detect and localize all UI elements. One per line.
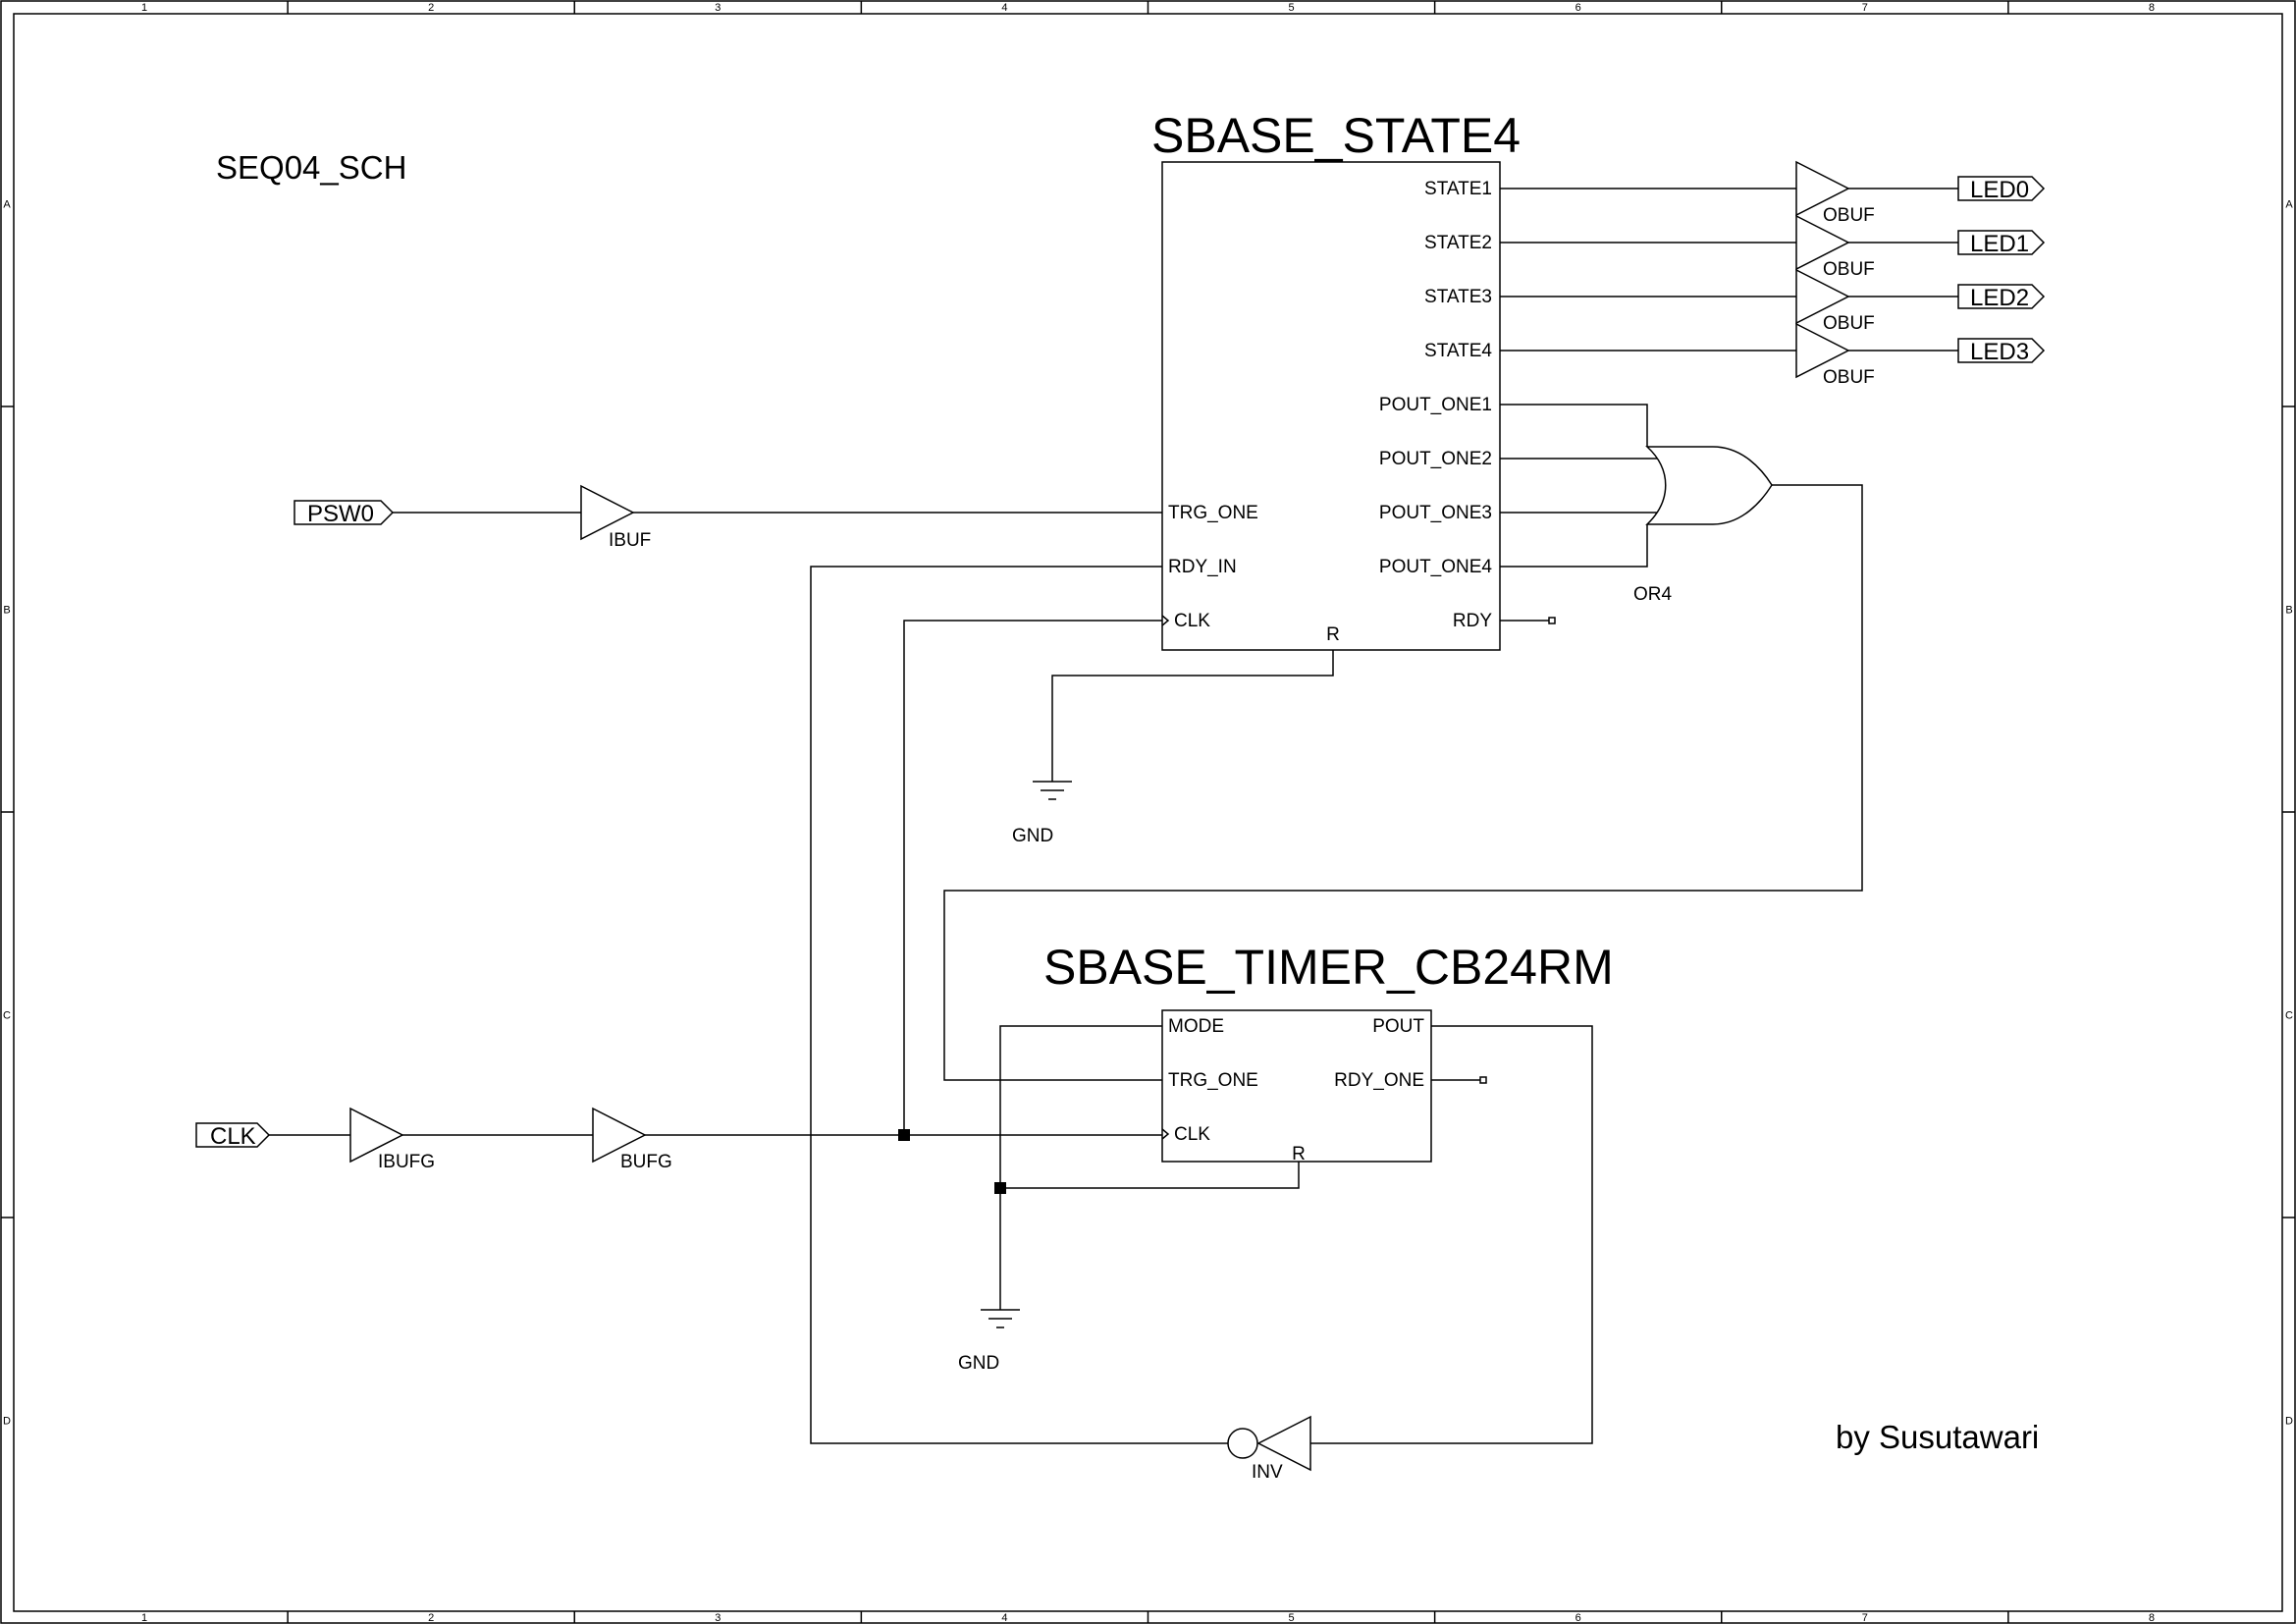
column-label: 5 xyxy=(1289,2,1295,14)
column-label: 3 xyxy=(715,1612,721,1624)
obuf-label: OBUF xyxy=(1823,313,1875,334)
row-label: C xyxy=(3,1010,11,1022)
column-label: 8 xyxy=(2149,1612,2155,1624)
state4-pin-rdy-in: RDY_IN xyxy=(1168,557,1237,577)
rdy-no-connect xyxy=(1548,617,1556,624)
timer-pin-mode: MODE xyxy=(1168,1016,1224,1037)
or4-label: OR4 xyxy=(1633,584,1673,605)
inv-gate[interactable]: INV xyxy=(1227,1415,1311,1483)
gnd-state4: GND xyxy=(1012,781,1072,846)
column-label: 2 xyxy=(428,2,434,14)
state4-pin-pout-one2: POUT_ONE2 xyxy=(1379,449,1492,469)
output-port-led1[interactable]: LED1 xyxy=(1957,230,2046,257)
column-label: 3 xyxy=(715,2,721,14)
ibufg-label: IBUFG xyxy=(378,1152,435,1172)
bufg-gate[interactable]: BUFG xyxy=(592,1107,672,1172)
sheet-name: SEQ04_SCH xyxy=(216,149,406,186)
state4-pin-state4: STATE4 xyxy=(1424,341,1492,361)
ibuf-gate[interactable]: IBUF xyxy=(580,484,651,551)
column-label: 1 xyxy=(141,1612,147,1624)
timer-pin-r: R xyxy=(1292,1144,1306,1164)
clk-junction xyxy=(898,1129,910,1141)
state4-pin-state2: STATE2 xyxy=(1424,233,1492,253)
ibufg-gate[interactable]: IBUFG xyxy=(349,1107,435,1172)
obuf-label: OBUF xyxy=(1823,259,1875,280)
column-label: 6 xyxy=(1575,2,1581,14)
column-label: 8 xyxy=(2149,2,2155,14)
row-label: B xyxy=(3,605,10,617)
column-label: 1 xyxy=(141,2,147,14)
mode-junction xyxy=(994,1182,1006,1194)
state4-pin-trg-one: TRG_ONE xyxy=(1168,503,1258,523)
row-label: A xyxy=(2285,199,2293,211)
timer-title: SBASE_TIMER_CB24RM xyxy=(1043,940,1614,995)
state4-pin-clk: CLK xyxy=(1174,611,1210,631)
column-label: 6 xyxy=(1575,1612,1581,1624)
output-port-led3[interactable]: LED3 xyxy=(1957,338,2046,365)
led0-label: LED0 xyxy=(1970,177,2029,203)
row-label: C xyxy=(2285,1010,2293,1022)
timer-pin-pout: POUT xyxy=(1372,1016,1424,1037)
output-port-led0[interactable]: LED0 xyxy=(1957,176,2046,203)
obuf-led2[interactable]: OBUF xyxy=(1500,268,1958,334)
row-label: D xyxy=(3,1416,11,1428)
state4-pin-rdy: RDY xyxy=(1453,611,1492,631)
sbase-timer-block[interactable]: SBASE_TIMER_CB24RM MODE TRG_ONE CLK POUT… xyxy=(1043,940,1614,1164)
timer-r-net xyxy=(1000,1162,1300,1189)
row-label: D xyxy=(2285,1416,2293,1428)
ibuf-label: IBUF xyxy=(609,530,651,551)
clk-to-state4 xyxy=(903,620,1162,1135)
gnd-label: GND xyxy=(1012,826,1053,846)
gnd-label: GND xyxy=(958,1353,999,1374)
obuf-led3[interactable]: OBUF xyxy=(1500,322,1958,388)
rdy-in-net xyxy=(810,566,1228,1444)
obuf-label: OBUF xyxy=(1823,205,1875,226)
column-label: 4 xyxy=(1001,2,1007,14)
or4-gate[interactable]: OR4 xyxy=(943,404,1863,1081)
obuf-led1[interactable]: OBUF xyxy=(1500,214,1958,280)
row-label: A xyxy=(3,199,11,211)
obuf-led0[interactable]: OBUF xyxy=(1500,160,1958,226)
psw0-label: PSW0 xyxy=(307,501,374,527)
led2-label: LED2 xyxy=(1970,285,2029,311)
led1-label: LED1 xyxy=(1970,231,2029,257)
sbase-state4-block[interactable]: SBASE_STATE4 TRG_ONE RDY_IN CLK STATE1 S… xyxy=(1151,108,1521,651)
inv-label: INV xyxy=(1252,1462,1283,1483)
state4-pin-state1: STATE1 xyxy=(1424,179,1492,199)
rdy-one-no-connect xyxy=(1479,1076,1487,1084)
column-label: 7 xyxy=(1862,2,1868,14)
state4-r-net xyxy=(1051,650,1334,782)
bufg-label: BUFG xyxy=(620,1152,672,1172)
column-label: 4 xyxy=(1001,1612,1007,1624)
row-label: B xyxy=(2285,605,2292,617)
column-label: 2 xyxy=(428,1612,434,1624)
output-port-led2[interactable]: LED2 xyxy=(1957,284,2046,311)
state4-pin-state3: STATE3 xyxy=(1424,287,1492,307)
state4-pin-pout-one3: POUT_ONE3 xyxy=(1379,503,1492,523)
timer-pin-trg-one: TRG_ONE xyxy=(1168,1070,1258,1091)
column-label: 5 xyxy=(1289,1612,1295,1624)
timer-clk-marker xyxy=(1161,1128,1170,1140)
state4-pin-pout-one1: POUT_ONE1 xyxy=(1379,395,1492,415)
gnd-timer: GND xyxy=(958,1309,1020,1374)
mode-net xyxy=(999,1025,1162,1310)
or4-output-wire xyxy=(943,484,1863,1081)
state4-clk-marker xyxy=(1161,615,1170,626)
pout-net xyxy=(1310,1025,1593,1444)
led3-label: LED3 xyxy=(1970,339,2029,365)
input-port-psw0[interactable]: PSW0 xyxy=(294,500,395,527)
obuf-label: OBUF xyxy=(1823,367,1875,388)
clk-port-label: CLK xyxy=(210,1123,256,1150)
timer-pin-clk: CLK xyxy=(1174,1124,1210,1145)
timer-pin-rdy-one: RDY_ONE xyxy=(1334,1070,1424,1091)
state4-pin-pout-one4: POUT_ONE4 xyxy=(1379,557,1493,577)
state4-pin-r: R xyxy=(1326,624,1340,645)
state4-title: SBASE_STATE4 xyxy=(1151,108,1521,163)
column-label: 7 xyxy=(1862,1612,1868,1624)
author-credit: by Susutawari xyxy=(1836,1419,2039,1455)
input-port-clk[interactable]: CLK xyxy=(195,1122,271,1150)
